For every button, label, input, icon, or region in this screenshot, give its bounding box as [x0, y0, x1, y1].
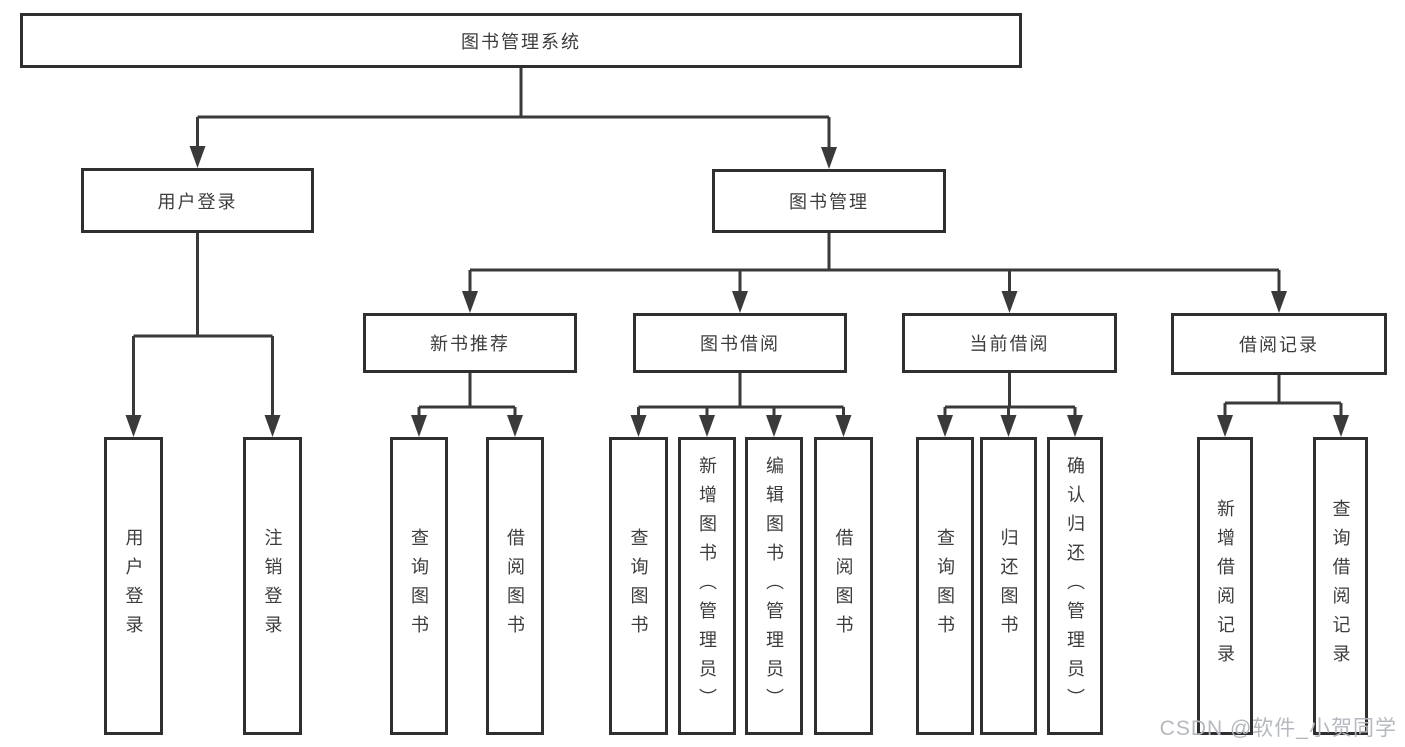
- node-book-borrowing: 图书借阅: [633, 313, 847, 373]
- leaf-add-borrow-record: 新增借阅记录: [1197, 437, 1253, 735]
- leaf-borrow-books-borrowing: 借阅图书: [814, 437, 873, 735]
- node-new-book-recommend: 新书推荐: [363, 313, 577, 373]
- leaf-query-books-current: 查询图书: [916, 437, 974, 735]
- node-book-management: 图书管理: [712, 169, 946, 233]
- leaf-logout: 注销登录: [243, 437, 302, 735]
- leaf-borrow-books-recommend: 借阅图书: [486, 437, 544, 735]
- leaf-edit-books-admin: 编辑图书（管理员）: [745, 437, 803, 735]
- leaf-add-books-admin: 新增图书（管理员）: [678, 437, 736, 735]
- node-borrowing-records: 借阅记录: [1171, 313, 1387, 375]
- leaf-query-borrow-record: 查询借阅记录: [1313, 437, 1368, 735]
- csdn-watermark: CSDN @软件_小贺同学: [1159, 717, 1397, 740]
- arrowheads: [125, 146, 1349, 437]
- node-user-login: 用户登录: [81, 168, 314, 233]
- leaf-query-books-borrowing: 查询图书: [609, 437, 668, 735]
- node-root-system: 图书管理系统: [20, 13, 1022, 68]
- leaf-return-books: 归还图书: [980, 437, 1037, 735]
- leaf-query-books-recommend: 查询图书: [390, 437, 448, 735]
- leaf-confirm-return-admin: 确认归还（管理员）: [1047, 437, 1103, 735]
- leaf-user-login: 用户登录: [104, 437, 163, 735]
- node-current-borrowing: 当前借阅: [902, 313, 1117, 373]
